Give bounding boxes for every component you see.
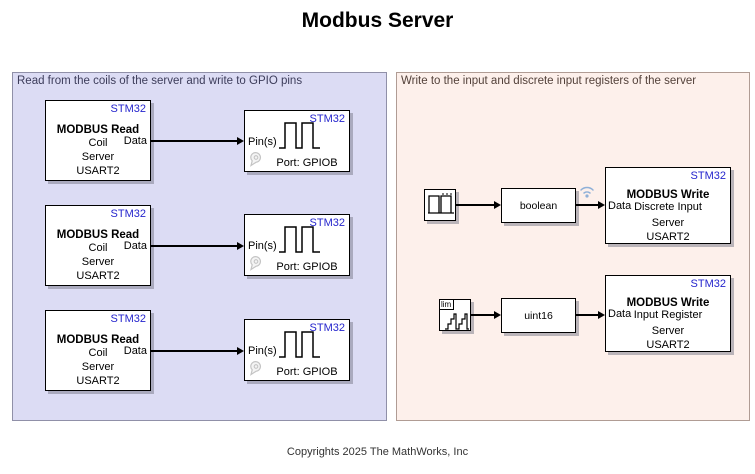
coil-label: Coil	[88, 137, 108, 149]
logging-badge-icon	[248, 151, 262, 173]
conversion-label: uint16	[524, 309, 553, 322]
usart-label: USART2	[76, 165, 120, 177]
signal-wire[interactable]	[471, 314, 494, 316]
data-out-port[interactable]: Data	[123, 345, 147, 357]
block-title: MODBUS Write	[626, 297, 710, 309]
usart-label: USART2	[76, 270, 120, 282]
server-label: Server	[81, 151, 115, 163]
square-wave-icon	[278, 329, 322, 366]
wireless-streaming-icon	[578, 182, 596, 205]
signal-wire[interactable]	[151, 350, 238, 352]
square-wave-icon	[278, 120, 322, 157]
modbus-write-discrete-block[interactable]: STM32 MODBUS Write Data Discrete Input S…	[605, 167, 731, 244]
signal-wire[interactable]	[576, 314, 598, 316]
signal-wire[interactable]	[151, 245, 238, 247]
block-title: MODBUS Read	[56, 124, 140, 136]
data-out-port[interactable]: Data	[123, 240, 147, 252]
stm32-tag: STM32	[309, 322, 345, 334]
block-title: MODBUS Read	[56, 229, 140, 241]
conversion-label: boolean	[519, 199, 558, 212]
stm32-tag: STM32	[309, 217, 345, 229]
gpio-write-block[interactable]: STM32 Pin(s) Port: GPIOB	[244, 214, 350, 276]
modbus-write-input-register-block[interactable]: STM32 MODBUS Write Data Input Register S…	[605, 275, 731, 352]
server-label: Server	[651, 325, 685, 337]
server-label: Server	[81, 256, 115, 268]
square-wave-icon	[278, 224, 322, 261]
copyright-annotation[interactable]: Copyrights 2025 The MathWorks, Inc	[286, 446, 469, 458]
counter-limited-block[interactable]: lim	[439, 299, 471, 331]
stm32-tag: STM32	[690, 278, 726, 290]
stm32-tag: STM32	[110, 208, 146, 220]
stm32-tag: STM32	[110, 313, 146, 325]
wire-arrowhead	[237, 137, 244, 145]
gpio-port-caption: Port: GPIOB	[276, 261, 338, 273]
stm32-tag: STM32	[690, 170, 726, 182]
logging-badge-icon	[248, 360, 262, 382]
area-write-registers[interactable]: Write to the input and discrete input re…	[396, 72, 750, 421]
block-title: MODBUS Write	[626, 189, 710, 201]
modbus-read-block[interactable]: STM32 MODBUS Read Coil Data Server USART…	[45, 310, 151, 391]
pins-in-port[interactable]: Pin(s)	[248, 136, 277, 148]
server-label: Server	[81, 361, 115, 373]
data-in-port[interactable]: Data	[608, 200, 632, 212]
signal-wire[interactable]	[576, 204, 598, 206]
gpio-write-block[interactable]: STM32 Pin(s) Port: GPIOB	[244, 110, 350, 172]
coil-label: Coil	[88, 347, 108, 359]
wire-arrowhead	[494, 201, 501, 209]
stm32-tag: STM32	[110, 103, 146, 115]
gpio-port-caption: Port: GPIOB	[276, 157, 338, 169]
gpio-port-caption: Port: GPIOB	[276, 366, 338, 378]
block-title: MODBUS Read	[56, 334, 140, 346]
model-title-annotation[interactable]: Modbus Server	[301, 9, 454, 32]
wire-arrowhead	[494, 311, 501, 319]
usart-label: USART2	[646, 339, 690, 351]
stm32-tag: STM32	[309, 113, 345, 125]
area-read-coils-label: Read from the coils of the server and wr…	[17, 75, 303, 87]
lim-label: lim	[440, 300, 455, 310]
wire-arrowhead	[237, 242, 244, 250]
logging-badge-icon	[248, 255, 262, 277]
area-write-registers-label: Write to the input and discrete input re…	[401, 75, 697, 87]
pins-in-port[interactable]: Pin(s)	[248, 345, 277, 357]
coil-label: Coil	[88, 242, 108, 254]
signal-wire[interactable]	[151, 140, 238, 142]
wire-arrowhead	[598, 201, 605, 209]
wire-arrowhead	[598, 311, 605, 319]
block-subtitle: Input Register	[633, 309, 703, 321]
data-in-port[interactable]: Data	[608, 308, 632, 320]
boolean-conversion-block[interactable]: boolean	[501, 188, 576, 223]
usart-label: USART2	[76, 375, 120, 387]
gpio-write-block[interactable]: STM32 Pin(s) Port: GPIOB	[244, 319, 350, 381]
data-out-port[interactable]: Data	[123, 135, 147, 147]
area-read-coils[interactable]: Read from the coils of the server and wr…	[12, 72, 387, 421]
wire-arrowhead	[237, 347, 244, 355]
usart-label: USART2	[646, 231, 690, 243]
modbus-read-block[interactable]: STM32 MODBUS Read Coil Data Server USART…	[45, 205, 151, 286]
pins-in-port[interactable]: Pin(s)	[248, 240, 277, 252]
modbus-read-block[interactable]: STM32 MODBUS Read Coil Data Server USART…	[45, 100, 151, 181]
signal-wire[interactable]	[456, 204, 494, 206]
server-label: Server	[651, 217, 685, 229]
block-subtitle: Discrete Input	[634, 201, 702, 213]
uint16-conversion-block[interactable]: uint16	[501, 298, 576, 333]
pulse-source-block[interactable]	[424, 189, 456, 221]
